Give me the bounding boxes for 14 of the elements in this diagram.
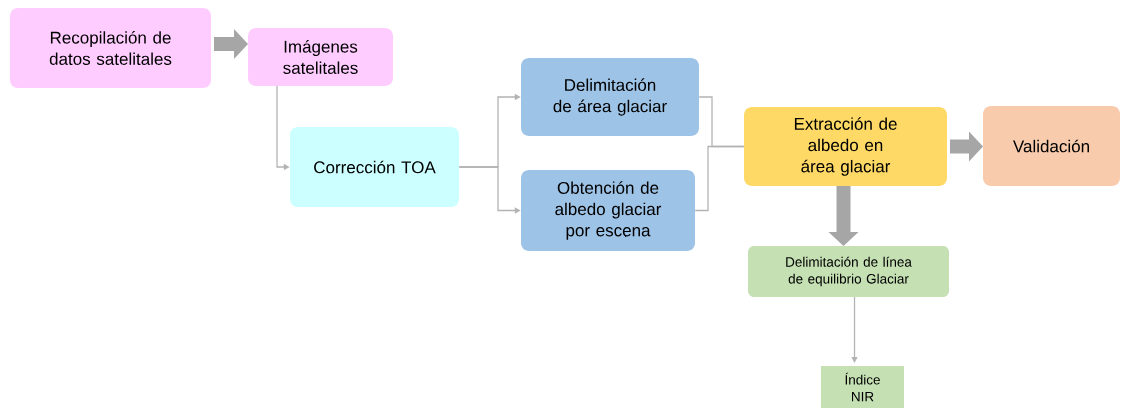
process-box: Delimitación de área glaciar: [521, 58, 699, 136]
arrow: [950, 131, 983, 162]
process-box: Validación: [983, 106, 1120, 186]
arrow: [214, 29, 248, 59]
process-box: Recopilación de datos satelitales: [10, 8, 211, 88]
process-box: Imágenes satelitales: [248, 28, 393, 86]
connector-line: [694, 145, 745, 212]
arrow: [851, 296, 858, 363]
process-box: Obtención de albedo glaciar por escena: [521, 170, 695, 251]
process-box: Corrección TOA: [290, 127, 459, 207]
process-box: Delimitación de línea de equilibrio Glaciar: [748, 246, 949, 297]
process-box: Índice NIR: [821, 366, 904, 408]
process-box: Extracción de albedo en área glaciar: [744, 107, 947, 186]
arrow: [828, 186, 859, 246]
